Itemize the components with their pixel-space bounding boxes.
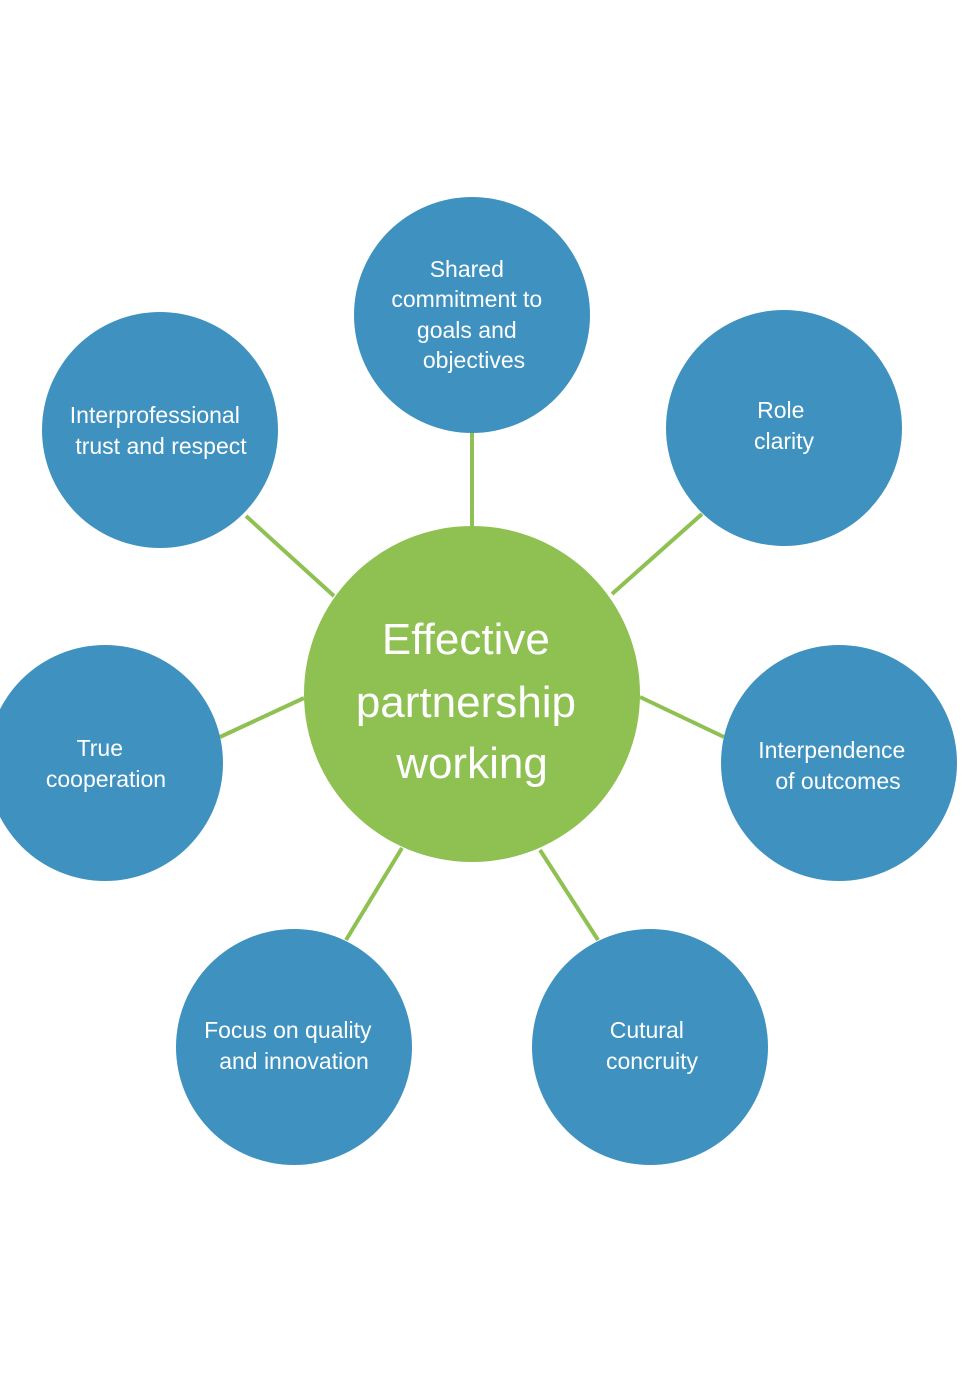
- center-label-line: Effective: [382, 615, 550, 664]
- connector-line: [219, 696, 305, 739]
- node-label-line: of outcomes: [775, 768, 900, 794]
- svg-text:Interprofessional trust: Interprofessional trust and respect: [70, 402, 247, 459]
- node-circle: [354, 197, 590, 433]
- connector-line: [244, 514, 336, 598]
- svg-text:Cutural concruity: Cutural concruity: [606, 1017, 699, 1074]
- node-label-line: and innovation: [219, 1048, 369, 1074]
- node-shared-commitment: Shared commitment to goals and objective…: [354, 197, 590, 433]
- node-label-line: clarity: [754, 428, 815, 454]
- node-label-line: Role: [757, 397, 804, 423]
- center-node: Effective partnership working: [304, 526, 640, 862]
- node-circle: [176, 929, 412, 1165]
- node-label-line: cooperation: [46, 766, 166, 792]
- node-label-line: concruity: [606, 1048, 699, 1074]
- svg-text:Interpendence of outcome: Interpendence of outcomes: [758, 737, 911, 794]
- node-true-cooperation: True cooperation: [0, 645, 223, 881]
- node-circle: [532, 929, 768, 1165]
- node-label-line: goals and: [417, 317, 517, 343]
- connector-line: [538, 848, 600, 942]
- svg-text:Shared commitment to: Shared commitment to goals and objective…: [391, 256, 548, 373]
- node-label-line: True: [77, 735, 123, 761]
- node-cutural-concruity: Cutural concruity: [532, 929, 768, 1165]
- node-interprofessional-trust: Interprofessional trust and respect: [42, 312, 278, 548]
- node-label-line: Interpendence: [758, 737, 905, 763]
- node-label-line: Interprofessional: [70, 402, 240, 428]
- connector-line: [639, 695, 725, 739]
- node-label-line: Shared: [430, 256, 504, 282]
- node-interpendence-of-outcomes: Interpendence of outcomes: [721, 645, 957, 881]
- node-circle: [42, 312, 278, 548]
- center-circle: [304, 526, 640, 862]
- node-circle: [721, 645, 957, 881]
- node-focus-on-quality: Focus on quality and innovation: [176, 929, 412, 1165]
- node-label-line: objectives: [423, 347, 525, 373]
- node-circle: [0, 645, 223, 881]
- connector-line: [610, 512, 704, 596]
- node-label-line: Cutural: [610, 1017, 684, 1043]
- node-circle: [666, 310, 902, 546]
- center-label-line: partnership: [356, 678, 576, 727]
- svg-text:True cooperation: True cooperation: [46, 735, 166, 792]
- svg-text:Role clarity: Role clarity: [754, 397, 815, 454]
- node-label-line: trust and respect: [75, 433, 247, 459]
- node-label-line: Focus on quality: [204, 1017, 372, 1043]
- node-label-line: commitment to: [391, 286, 542, 312]
- center-label-line: working: [395, 739, 548, 788]
- svg-text:Effective partnership: Effective partnership working: [356, 615, 588, 788]
- connectors: [219, 432, 725, 942]
- node-role-clarity: Role clarity: [666, 310, 902, 546]
- connector-line: [344, 846, 404, 942]
- svg-text:Focus on quality and inn: Focus on quality and innovation: [204, 1017, 378, 1074]
